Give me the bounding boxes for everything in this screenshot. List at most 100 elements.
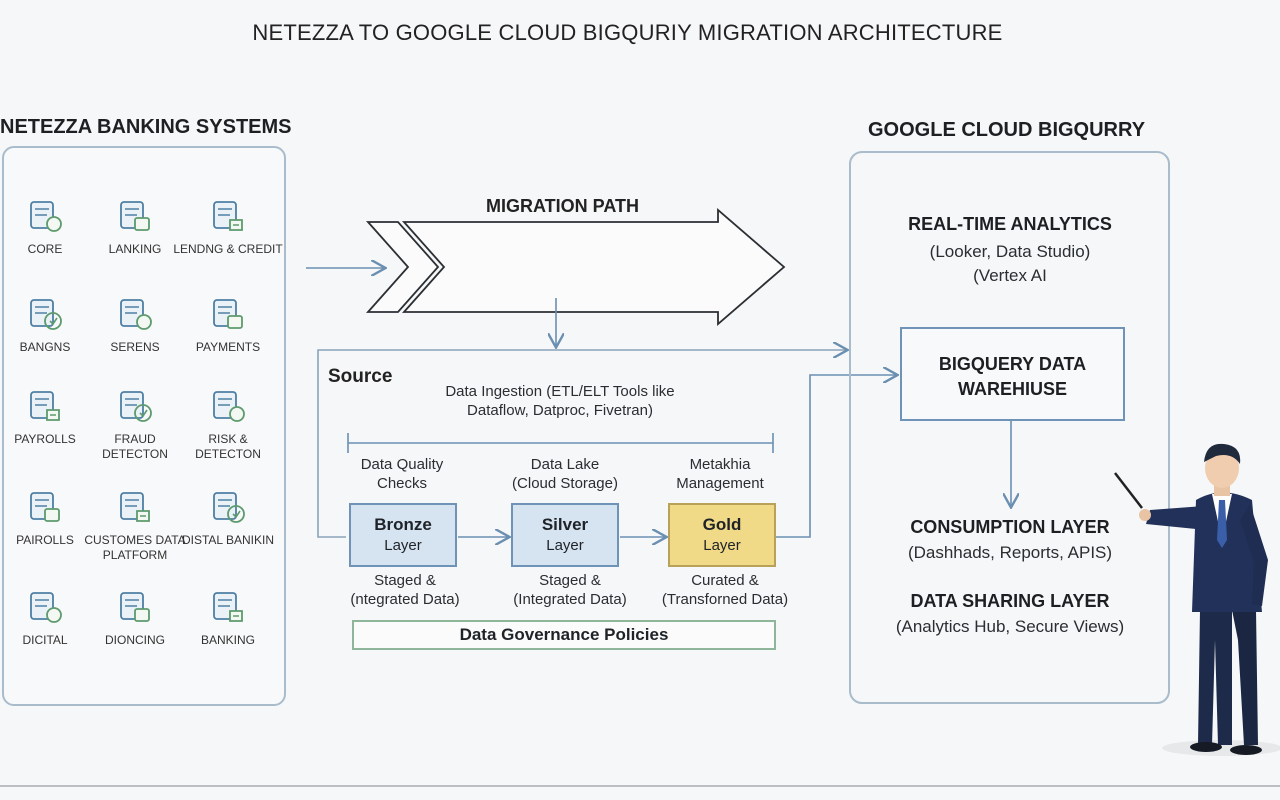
analytics-line-1: (Looker, Data Studio) bbox=[929, 242, 1091, 261]
system-label: DISTAL BANIKIN bbox=[181, 533, 275, 547]
system-label: LENDNG & CREDIT bbox=[173, 242, 283, 256]
customer-data-platform-icon bbox=[120, 492, 150, 522]
system-label: BANKING bbox=[200, 633, 255, 647]
system-label: DIONCING bbox=[105, 633, 165, 647]
consumption-subtitle: (Dashhads, Reports, APIS) bbox=[907, 543, 1113, 562]
bronze-layer-name: Bronze bbox=[374, 515, 432, 534]
bronze-top-line-1: Data Quality bbox=[360, 456, 444, 473]
system-item: BANKING bbox=[173, 587, 283, 648]
migration-path-label: MIGRATION PATH bbox=[486, 196, 639, 216]
target-panel-heading: GOOGLE CLOUD BIGQURRY bbox=[868, 119, 1146, 141]
source-loop-connector bbox=[317, 350, 846, 538]
pairolls-icon bbox=[30, 492, 60, 522]
system-label: LANKING bbox=[108, 242, 162, 256]
bronze-bottom-line-2: (ntegrated Data) bbox=[350, 591, 460, 608]
system-item: BANGNS bbox=[0, 294, 100, 355]
sharing-title: DATA SHARING LAYER bbox=[910, 591, 1110, 611]
gold-top-label: Metakhia Management bbox=[660, 455, 780, 493]
migration-path-arrow bbox=[401, 208, 786, 326]
system-label: RISK &DETECTON bbox=[195, 432, 261, 461]
bank-core-icon bbox=[30, 201, 62, 232]
ingestion-line-2: Dataflow, Datproc, Fivetran) bbox=[467, 402, 653, 419]
bronze-top-label: Data Quality Checks bbox=[342, 455, 462, 493]
warehouse-line-1: BIGQUERY DATA bbox=[938, 354, 1087, 374]
system-label: PAIROLLS bbox=[16, 533, 74, 547]
gold-bottom-line-2: (Transforned Data) bbox=[661, 591, 789, 608]
bronze-layer-box: Bronze Layer bbox=[349, 503, 457, 567]
digital-banking-icon bbox=[213, 492, 245, 523]
dicital-icon bbox=[30, 592, 62, 623]
system-item: DIONCING bbox=[80, 587, 190, 648]
source-label: Source bbox=[328, 366, 393, 387]
system-label: PAYROLLS bbox=[14, 432, 76, 446]
governance-box: Data Governance Policies bbox=[352, 620, 776, 650]
banking-icon bbox=[213, 592, 243, 622]
gold-top-line-1: Metakhia bbox=[689, 456, 751, 473]
ingestion-line-1: Data Ingestion (ETL/ELT Tools like bbox=[445, 383, 675, 400]
migration-chevron-1 bbox=[365, 221, 440, 313]
silver-bottom-label: Staged & (Integrated Data) bbox=[500, 571, 640, 609]
system-label: PAYMENTS bbox=[195, 340, 261, 354]
silver-bottom-line-1: Staged & bbox=[539, 572, 601, 589]
source-panel-heading: NETEZZA BANKING SYSTEMS bbox=[0, 116, 292, 138]
bigquery-warehouse-box bbox=[900, 327, 1125, 421]
ingestion-label: Data Ingestion (ETL/ELT Tools like Dataf… bbox=[400, 382, 720, 420]
dioncing-icon bbox=[120, 592, 150, 622]
silver-top-line-1: Data Lake bbox=[530, 456, 600, 473]
system-label: SERENS bbox=[110, 340, 160, 354]
system-label: BANGNS bbox=[19, 340, 71, 354]
system-item: DICITAL bbox=[0, 587, 100, 648]
bronze-top-line-2: Checks bbox=[376, 475, 428, 492]
sharing-subtitle: (Analytics Hub, Secure Views) bbox=[895, 617, 1125, 636]
system-item: CORE bbox=[0, 196, 100, 257]
bronze-bottom-line-1: Staged & bbox=[374, 572, 436, 589]
system-item: LENDNG & CREDIT bbox=[173, 196, 283, 257]
system-item: DISTAL BANIKIN bbox=[173, 487, 283, 548]
silver-bottom-line-2: (Integrated Data) bbox=[513, 591, 627, 608]
warehouse-line-2: WAREHIUSE bbox=[957, 379, 1067, 399]
system-item: SERENS bbox=[80, 294, 190, 355]
silver-layer-name: Silver bbox=[541, 515, 589, 534]
gold-bottom-label: Curated & (Transforned Data) bbox=[650, 571, 800, 609]
bronze-layer-sub: Layer bbox=[384, 537, 422, 554]
analytics-title: REAL-TIME ANALYTICS bbox=[908, 214, 1112, 234]
analytics-subtitle: (Looker, Data Studio) (Vertex AI bbox=[860, 240, 1160, 288]
system-item: PAIROLLS bbox=[0, 487, 100, 548]
bronze-bottom-label: Staged & (ntegrated Data) bbox=[335, 571, 475, 609]
gold-top-line-2: Management bbox=[676, 475, 764, 492]
warehouse-label: BIGQUERY DATA WAREHIUSE bbox=[903, 352, 1122, 402]
page-title: NETEZZA TO GOOGLE CLOUD BIGQURIY MIGRATI… bbox=[252, 20, 1003, 45]
silver-layer-sub: Layer bbox=[546, 537, 584, 554]
system-item: PAYMENTS bbox=[173, 294, 283, 355]
gold-layer-sub: Layer bbox=[703, 537, 741, 554]
presenter-figure-icon bbox=[1114, 443, 1280, 756]
gold-bottom-line-1: Curated & bbox=[691, 572, 759, 589]
payrolls-icon bbox=[30, 391, 60, 421]
bigquery-panel bbox=[849, 151, 1170, 704]
consumption-title: CONSUMPTION LAYER bbox=[910, 517, 1110, 537]
lending-credit-icon bbox=[213, 201, 243, 231]
silver-top-line-2: (Cloud Storage) bbox=[512, 475, 618, 492]
system-item: PAYROLLS bbox=[0, 386, 100, 447]
gold-layer-box: Gold Layer bbox=[668, 503, 776, 567]
system-item: RISK &DETECTON bbox=[173, 386, 283, 462]
serens-icon bbox=[120, 299, 152, 330]
gold-layer-name: Gold bbox=[702, 515, 742, 534]
fraud-detection-icon bbox=[120, 391, 152, 422]
risk-detection-icon bbox=[213, 391, 245, 422]
lanking-icon bbox=[120, 201, 150, 231]
analytics-line-2: (Vertex AI bbox=[973, 266, 1047, 285]
system-item: LANKING bbox=[80, 196, 190, 257]
bangns-icon bbox=[30, 299, 62, 330]
system-label: CORE bbox=[27, 242, 63, 256]
payments-icon bbox=[213, 299, 243, 329]
system-label: DICITAL bbox=[22, 633, 68, 647]
silver-layer-box: Silver Layer bbox=[511, 503, 619, 567]
silver-top-label: Data Lake (Cloud Storage) bbox=[500, 455, 630, 493]
gold-to-warehouse-connector bbox=[776, 375, 896, 538]
